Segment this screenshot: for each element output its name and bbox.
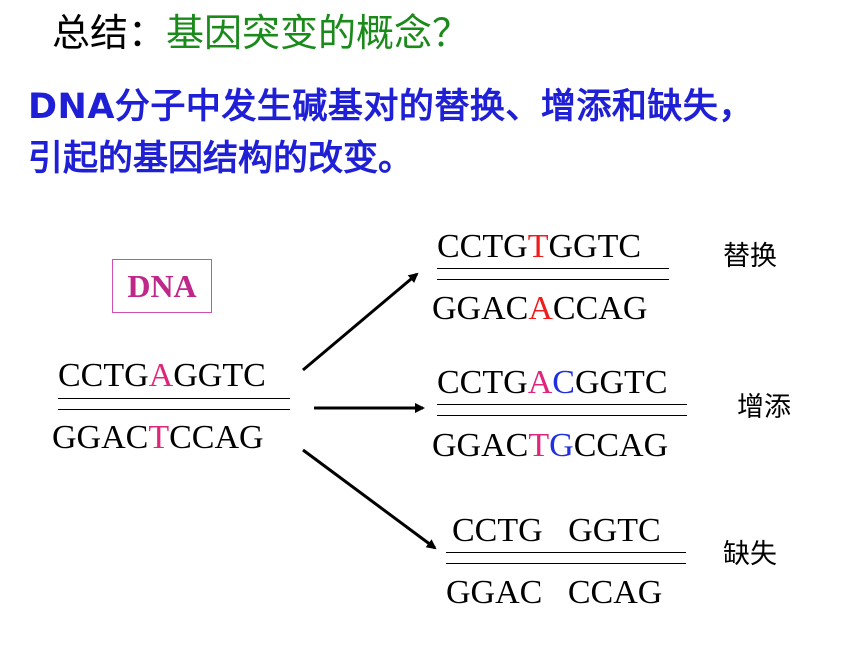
insertion-line-2 bbox=[437, 415, 687, 416]
deletion-label: 缺失 bbox=[723, 539, 777, 570]
base-run: CCTG GGTC bbox=[452, 512, 661, 549]
base-run: CCAG bbox=[552, 290, 648, 327]
highlighted-base: T bbox=[528, 427, 550, 464]
base-run: GGAC CCAG bbox=[446, 574, 663, 611]
substitution-top-strand: CCTGTGGTC bbox=[437, 228, 641, 266]
substitution-bottom-strand: GGACACCAG bbox=[432, 290, 647, 328]
dna-label: DNA bbox=[127, 267, 197, 304]
arrow-to-deletion bbox=[302, 448, 437, 550]
definition-line-2: 引起的基因结构的改变。 bbox=[28, 139, 414, 179]
base-run: GGTC bbox=[173, 357, 266, 394]
base-run: GGTC bbox=[548, 228, 642, 265]
highlighted-base: A bbox=[148, 357, 174, 394]
base-run: CCAG bbox=[573, 427, 669, 464]
highlighted-base: T bbox=[527, 228, 549, 265]
highlighted-base: A bbox=[528, 290, 553, 327]
dna-label-box: DNA bbox=[112, 259, 212, 313]
original-line-1 bbox=[58, 398, 290, 399]
highlighted-base: T bbox=[148, 419, 170, 456]
insertion-line-1 bbox=[437, 404, 687, 405]
base-run: CCAG bbox=[169, 419, 264, 456]
base-run: GGAC bbox=[432, 290, 529, 327]
base-run: CCTG bbox=[437, 228, 528, 265]
deletion-top-strand: CCTG GGTC bbox=[452, 512, 661, 550]
highlighted-base: C bbox=[552, 364, 575, 401]
base-run: CCTG bbox=[58, 357, 149, 394]
slide-title: 总结：基因突变的概念？ bbox=[52, 8, 470, 58]
base-run: GGAC bbox=[52, 419, 149, 456]
insertion-top-strand: CCTGACGGTC bbox=[437, 364, 668, 402]
base-run: GGTC bbox=[574, 364, 668, 401]
highlighted-base: A bbox=[527, 364, 553, 401]
definition-line-1: DNA分子中发生碱基对的替换、增添和缺失， bbox=[28, 87, 754, 127]
original-line-2 bbox=[58, 409, 290, 410]
original-bottom-strand: GGACTCCAG bbox=[52, 419, 264, 457]
deletion-line-2 bbox=[446, 563, 686, 564]
substitution-line-2 bbox=[437, 279, 669, 280]
highlighted-base: G bbox=[549, 427, 574, 464]
title-highlight: 基因突变的概念？ bbox=[166, 11, 471, 55]
base-run: GGAC bbox=[432, 427, 529, 464]
deletion-line-1 bbox=[446, 552, 686, 553]
insertion-bottom-strand: GGACTGCCAG bbox=[432, 427, 668, 465]
arrow-to-substitution bbox=[302, 272, 419, 372]
substitution-line-1 bbox=[437, 268, 669, 269]
insertion-label: 增添 bbox=[737, 392, 791, 423]
original-top-strand: CCTGAGGTC bbox=[58, 357, 266, 395]
title-prefix: 总结： bbox=[52, 11, 167, 55]
substitution-label: 替换 bbox=[723, 241, 777, 272]
deletion-bottom-strand: GGAC CCAG bbox=[446, 574, 662, 612]
base-run: CCTG bbox=[437, 364, 528, 401]
